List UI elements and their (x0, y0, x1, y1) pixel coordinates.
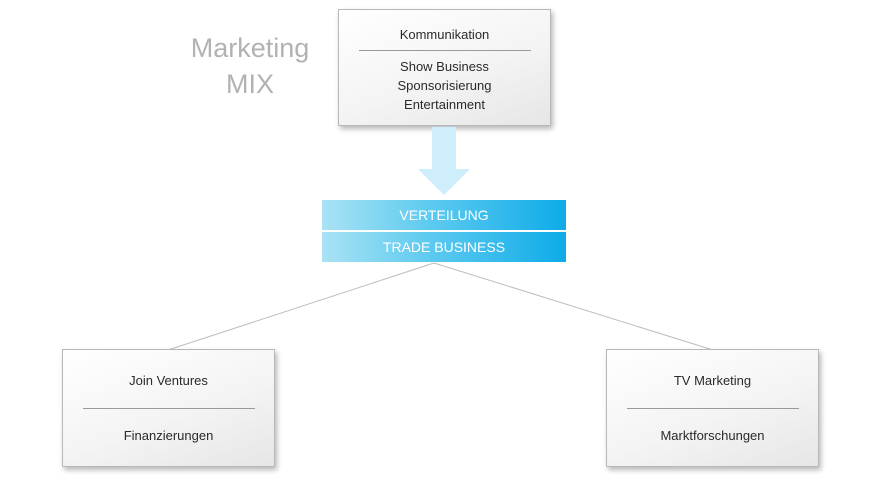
communication-heading: Kommunikation (399, 27, 490, 42)
tv-marketing-box: TV Marketing Marktforschungen (606, 349, 819, 467)
down-arrow-icon (418, 127, 470, 195)
communication-item: Sponsorisierung (397, 78, 492, 93)
tv-marketing-divider (626, 408, 799, 409)
connector-line-left (167, 262, 435, 351)
distribution-bar: VERTEILUNG (322, 200, 566, 230)
communication-box: Kommunikation Show Business Sponsorisier… (338, 9, 551, 126)
communication-items: Show Business Sponsorisierung Entertainm… (339, 51, 550, 114)
joint-ventures-box: Join Ventures Finanzierungen (62, 349, 275, 467)
communication-item: Show Business (400, 59, 489, 74)
market-research-label: Marktforschungen (660, 428, 765, 443)
communication-divider (358, 50, 531, 51)
title-line-1: Marketing (190, 33, 310, 63)
communication-item: Entertainment (404, 97, 485, 112)
tv-marketing-heading: TV Marketing (673, 373, 752, 388)
joint-ventures-divider (82, 408, 255, 409)
title-line-2: MIX (225, 69, 274, 99)
connector-line-right (433, 262, 714, 351)
trade-business-bar: TRADE BUSINESS (322, 232, 566, 262)
diagram-title: Marketing MIX (170, 30, 330, 102)
joint-ventures-heading: Join Ventures (129, 373, 208, 388)
financing-label: Finanzierungen (123, 428, 214, 443)
